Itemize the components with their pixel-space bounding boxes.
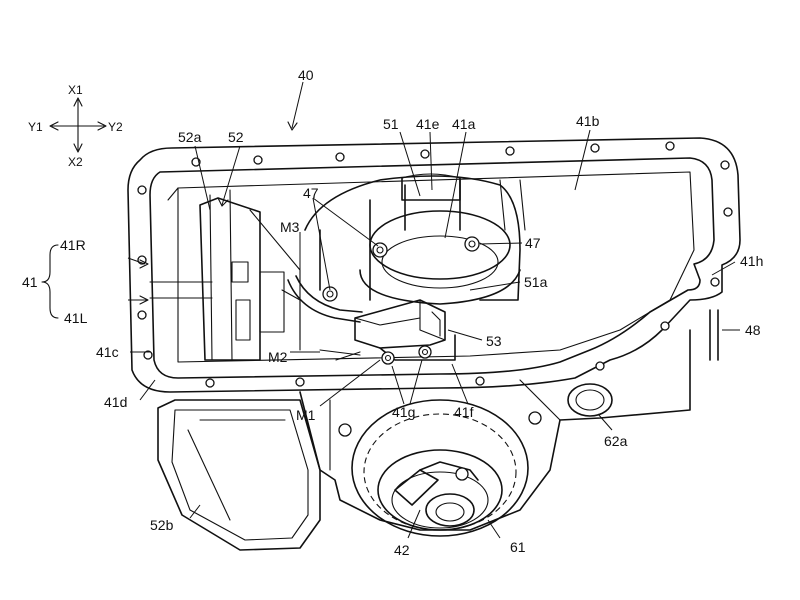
lower-case-body bbox=[299, 329, 691, 531]
label-62a: 62a bbox=[604, 433, 628, 449]
strainer-cover bbox=[157, 399, 321, 551]
label-53: 53 bbox=[486, 333, 502, 349]
reference-labels: 40 52a 52 51 41e 41a 41b 47 47 M3 41R 41… bbox=[22, 67, 763, 558]
axis-label-y1: Y1 bbox=[28, 120, 43, 134]
axis-label-x1: X1 bbox=[68, 83, 83, 97]
bracket-53 bbox=[319, 299, 456, 365]
label-41h: 41h bbox=[740, 253, 763, 269]
axis-label-x2: X2 bbox=[68, 155, 83, 169]
label-41c: 41c bbox=[96, 344, 119, 360]
label-m1: M1 bbox=[296, 407, 316, 423]
brace-41 bbox=[41, 244, 59, 319]
label-51: 51 bbox=[383, 116, 399, 132]
label-41a: 41a bbox=[452, 116, 476, 132]
label-41l: 41L bbox=[64, 310, 88, 326]
label-61: 61 bbox=[510, 539, 526, 555]
pan-inner-walls bbox=[149, 171, 695, 363]
label-52a: 52a bbox=[178, 129, 202, 145]
label-m2: M2 bbox=[268, 349, 288, 365]
label-41f: 41f bbox=[454, 404, 474, 420]
label-48: 48 bbox=[745, 322, 761, 338]
label-41: 41 bbox=[22, 274, 38, 290]
label-52b: 52b bbox=[150, 517, 174, 533]
label-51a: 51a bbox=[524, 274, 548, 290]
axis-indicator: X1 X2 Y1 Y2 bbox=[28, 83, 123, 169]
label-41r: 41R bbox=[60, 237, 86, 253]
strainer-52 bbox=[199, 197, 363, 361]
label-47-right: 47 bbox=[525, 235, 541, 251]
label-42: 42 bbox=[394, 542, 410, 558]
leader-lines bbox=[127, 81, 740, 539]
oil-pump bbox=[351, 399, 529, 537]
oil-pan-flange bbox=[127, 137, 741, 393]
boss-62a bbox=[567, 383, 613, 417]
label-41e: 41e bbox=[416, 116, 440, 132]
label-m3: M3 bbox=[280, 219, 300, 235]
label-47-top: 47 bbox=[303, 185, 319, 201]
label-41b: 41b bbox=[576, 113, 600, 129]
label-41g: 41g bbox=[392, 404, 415, 420]
label-52: 52 bbox=[228, 129, 244, 145]
axis-label-y2: Y2 bbox=[108, 120, 123, 134]
cylinder-boss-51 bbox=[304, 173, 521, 305]
tube-48 bbox=[709, 309, 719, 361]
label-40: 40 bbox=[298, 67, 314, 83]
label-41d: 41d bbox=[104, 394, 127, 410]
